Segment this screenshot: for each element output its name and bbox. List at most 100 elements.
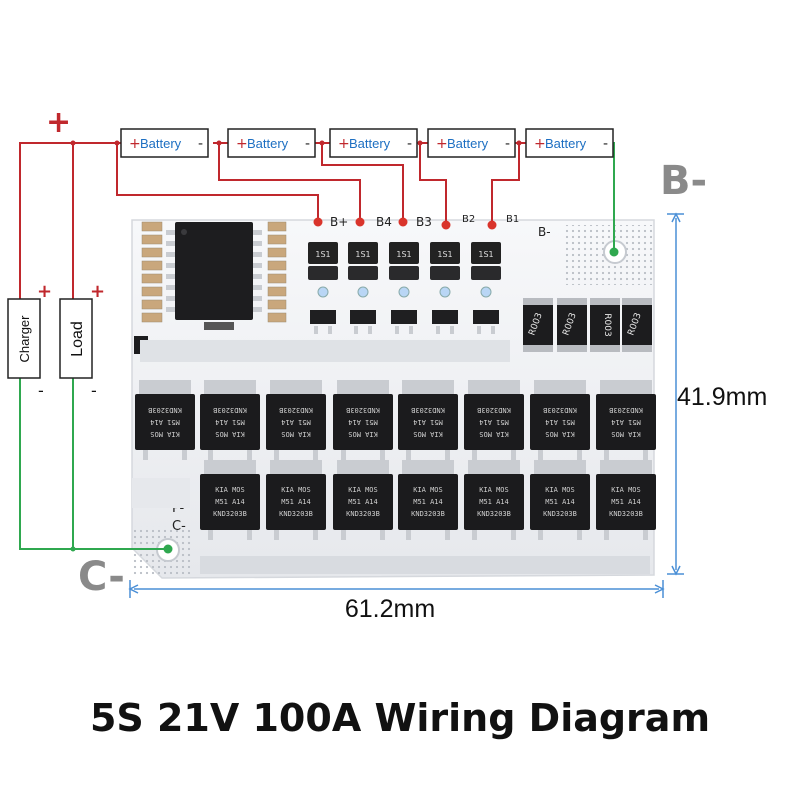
svg-text:KND3203B: KND3203B (543, 406, 577, 414)
svg-text:M51 A14: M51 A14 (281, 498, 311, 506)
svg-text:KIA MOS: KIA MOS (348, 486, 378, 494)
pad-label-bminus: B- (538, 225, 551, 239)
load-label: Load (69, 321, 86, 357)
svg-text:M51 A14: M51 A14 (479, 498, 509, 506)
svg-text:KIA MOS: KIA MOS (150, 430, 180, 438)
svg-text:KIA MOS: KIA MOS (413, 430, 443, 438)
svg-text:KIA MOS: KIA MOS (413, 486, 443, 494)
battery-minus: - (198, 136, 203, 152)
svg-text:KND3203B: KND3203B (609, 510, 643, 518)
svg-text:KIA MOS: KIA MOS (545, 430, 575, 438)
load-box: Load + - (59, 281, 105, 400)
positive-wires (19, 142, 526, 300)
green-wire-dots (70, 247, 619, 554)
pad-label-b1: B1 (506, 214, 519, 225)
svg-text:KIA MOS: KIA MOS (281, 486, 311, 494)
battery-plus: + (436, 136, 448, 152)
side-label-c-minus: C- (172, 519, 186, 534)
svg-text:KND3203B: KND3203B (411, 510, 445, 518)
pad-label-b3: B3 (416, 215, 432, 229)
svg-text:KIA MOS: KIA MOS (281, 430, 311, 438)
svg-text:KND3203B: KND3203B (609, 406, 643, 414)
svg-text:KND3203B: KND3203B (346, 406, 380, 414)
svg-text:KND3203B: KND3203B (543, 510, 577, 518)
pad-label-b4: B4 (376, 215, 392, 229)
width-dimension (128, 580, 665, 598)
diode-marking: 1S1 (396, 250, 411, 259)
svg-text:M51 A14: M51 A14 (348, 498, 378, 506)
battery-label: Battery (349, 136, 391, 151)
svg-text:M51 A14: M51 A14 (413, 418, 443, 426)
svg-text:M51 A14: M51 A14 (611, 418, 641, 426)
svg-text:KIA MOS: KIA MOS (479, 486, 509, 494)
svg-text:KND3203B: KND3203B (477, 406, 511, 414)
svg-text:KIA MOS: KIA MOS (611, 486, 641, 494)
ic-pins (166, 230, 262, 312)
svg-text:KIA MOS: KIA MOS (611, 430, 641, 438)
pad-connection-dots (313, 217, 497, 230)
svg-text:M51 A14: M51 A14 (150, 418, 180, 426)
pad-label-b2: B2 (462, 214, 475, 225)
battery-5: +Battery- (525, 128, 614, 158)
battery-chain: +Battery-+Battery-+Battery-+Battery-+Bat… (120, 128, 614, 158)
battery-plus: + (129, 136, 141, 152)
svg-text:M51 A14: M51 A14 (545, 498, 575, 506)
battery-plus: + (338, 136, 350, 152)
battery-1: +Battery - (120, 128, 209, 158)
load-minus: - (91, 381, 97, 400)
svg-text:M51 A14: M51 A14 (611, 498, 641, 506)
mosfet: KIA MOS M51 A14 KND3203B (596, 380, 656, 460)
positive-terminal-symbol: + (46, 105, 71, 140)
c-minus-label: C- (78, 554, 125, 600)
mosfet: KIA MOS M51 A14 KND3203B (530, 380, 590, 460)
battery-4: +Battery- (427, 128, 516, 158)
bms-ic-chip (175, 222, 253, 320)
svg-text:M51 A14: M51 A14 (215, 498, 245, 506)
svg-text:KND3203B: KND3203B (148, 406, 182, 414)
pad-label-bplus: B+ (330, 215, 348, 229)
charger-box: Charger + - (7, 281, 52, 400)
svg-text:M51 A14: M51 A14 (215, 418, 245, 426)
svg-text:KIA MOS: KIA MOS (215, 430, 245, 438)
battery-minus: - (305, 136, 310, 152)
diagram-title: 5S 21V 100A Wiring Diagram (89, 696, 711, 740)
height-dimension (667, 212, 684, 576)
charger-minus: - (38, 381, 44, 400)
svg-text:M51 A14: M51 A14 (545, 418, 575, 426)
battery-label: Battery (247, 136, 289, 151)
svg-text:KND3203B: KND3203B (279, 510, 313, 518)
svg-text:M51 A14: M51 A14 (348, 418, 378, 426)
charger-plus: + (37, 281, 52, 302)
battery-plus: + (534, 136, 546, 152)
svg-text:M51 A14: M51 A14 (281, 418, 311, 426)
resistor-marking: R003 (602, 313, 612, 336)
svg-text:KIA MOS: KIA MOS (215, 486, 245, 494)
battery-2: +Battery - (227, 128, 316, 158)
battery-label: Battery (140, 136, 182, 151)
battery-label: Battery (447, 136, 489, 151)
svg-text:KIA MOS: KIA MOS (348, 430, 378, 438)
charger-label: Charger (17, 315, 32, 363)
mosfet: KIA MOS M51 A14 KND3203B (135, 380, 195, 460)
wire-joints (70, 140, 522, 146)
svg-text:M51 A14: M51 A14 (479, 418, 509, 426)
battery-label: Battery (545, 136, 587, 151)
battery-plus: + (236, 136, 248, 152)
svg-text:M51 A14: M51 A14 (413, 498, 443, 506)
svg-text:KND3203B: KND3203B (213, 510, 247, 518)
balance-pad-labels: B+ B4 B3 B2 B1 B- (330, 214, 551, 239)
